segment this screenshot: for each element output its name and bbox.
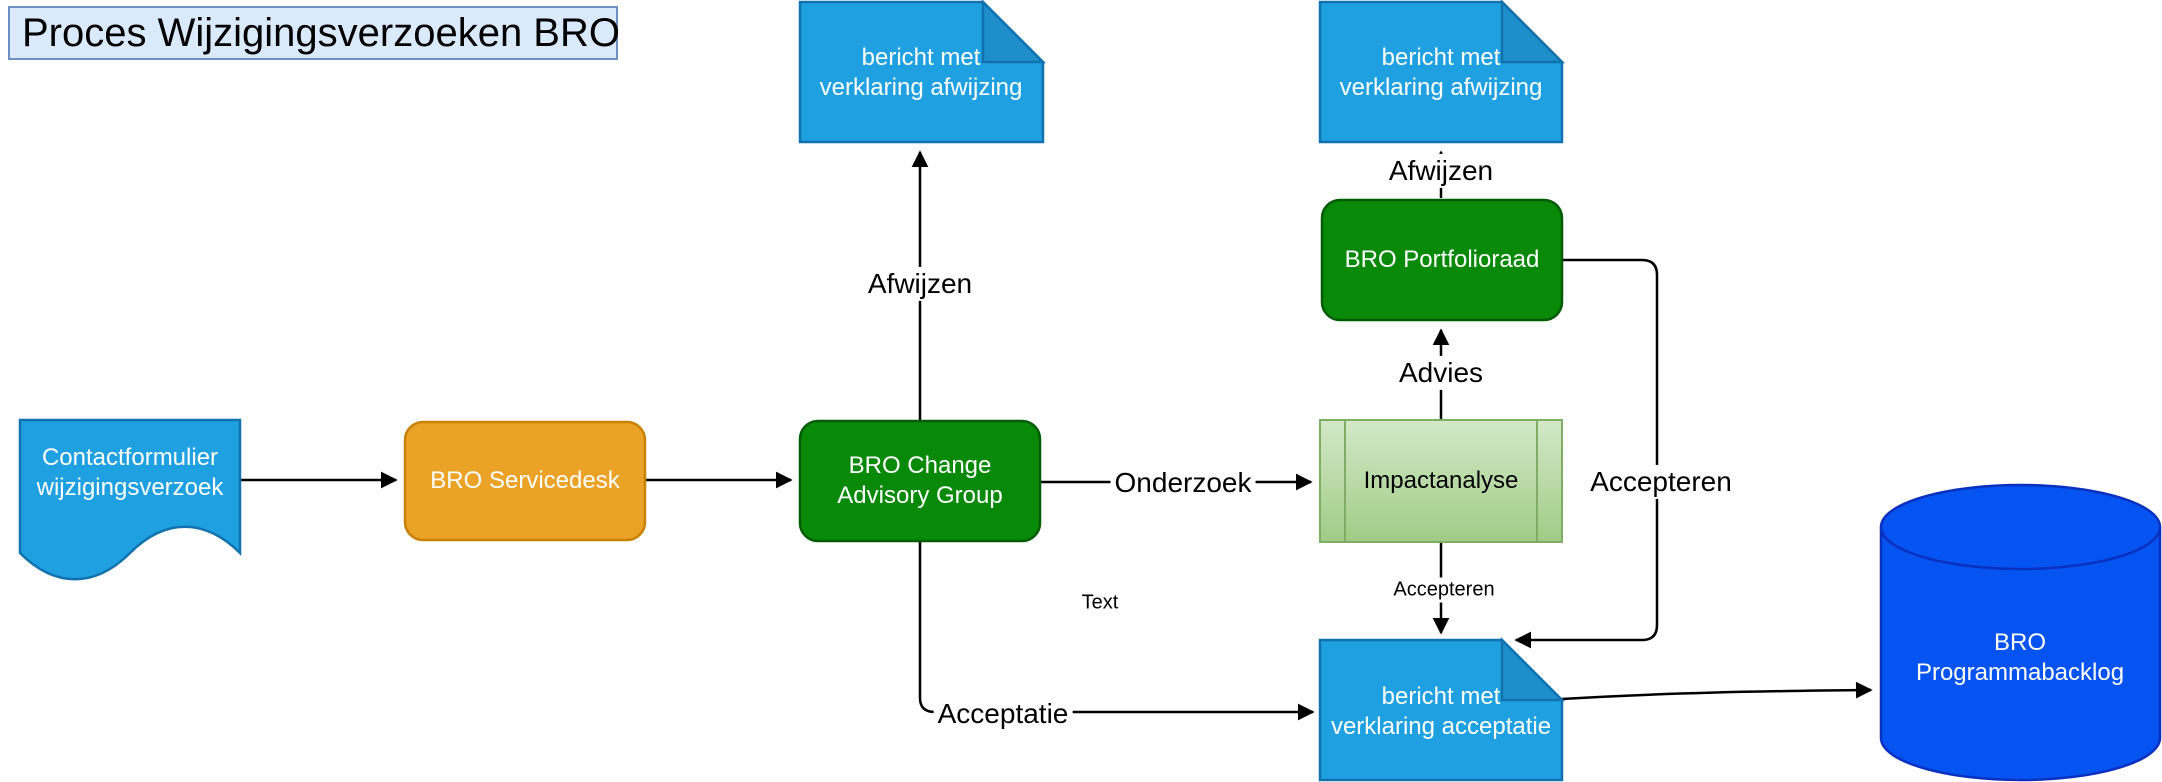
fold-corner (1500, 0, 1566, 64)
edge-label-acceptatie: Acceptatie (933, 696, 1073, 732)
diagram-title-text: Proces Wijzigingsverzoeken BRO (22, 10, 620, 55)
edge-label-afwijzen-cag: Afwijzen (863, 266, 977, 302)
edge-label-advies: Advies (1394, 355, 1488, 391)
shape-bericht-afwijzing-rechts (1318, 0, 1566, 144)
edge-label-accepteren-omlaag: Accepteren (1390, 577, 1498, 603)
diagram-title: Proces Wijzigingsverzoeken BRO (8, 6, 620, 60)
edge-label-afwijzen-portfolioraad: Afwijzen (1384, 153, 1498, 189)
shape-programmabacklog-database (1879, 483, 2162, 782)
free-text-label: Text (1081, 591, 1119, 614)
shape-cag-box (798, 419, 1042, 543)
fold-corner (1500, 636, 1566, 702)
shape-portfolioraad-box (1320, 198, 1564, 322)
shape-impactanalyse-process (1319, 419, 1563, 543)
edge-label-accepteren-rechts: Accepteren (1586, 464, 1736, 500)
edge-cag-acceptatie-to-bericht (918, 541, 1315, 721)
edge-label-onderzoek: Onderzoek (1110, 465, 1256, 501)
label-cag: BRO Change Advisory Group (837, 452, 1003, 509)
label-servicedesk: BRO Servicedesk (430, 467, 620, 494)
edge-portfolioraad-accepteren-to-bericht (1514, 258, 1659, 649)
label-programmabacklog: BRO Programmabacklog (1915, 629, 2125, 686)
shape-bericht-acceptatie (1318, 636, 1566, 782)
fold-corner (981, 0, 1047, 64)
shape-bericht-afwijzing-links (798, 0, 1047, 144)
label-bericht-afwijzing-rechts: bericht met verklaring afwijzing (1339, 44, 1543, 101)
shape-contactformulier-document (18, 418, 242, 581)
label-contactformulier: Contactformulier wijzigingsverzoek (36, 444, 224, 501)
label-bericht-afwijzing-links: bericht met verklaring afwijzing (819, 44, 1023, 101)
shape-servicedesk-box (403, 420, 647, 542)
label-portfolioraad: BRO Portfolioraad (1344, 246, 1540, 273)
label-bericht-acceptatie: bericht met verklaring acceptatie (1330, 683, 1552, 740)
label-impactanalyse: Impactanalyse (1363, 467, 1519, 494)
edge-bericht-to-programmabacklog (1561, 681, 1873, 701)
